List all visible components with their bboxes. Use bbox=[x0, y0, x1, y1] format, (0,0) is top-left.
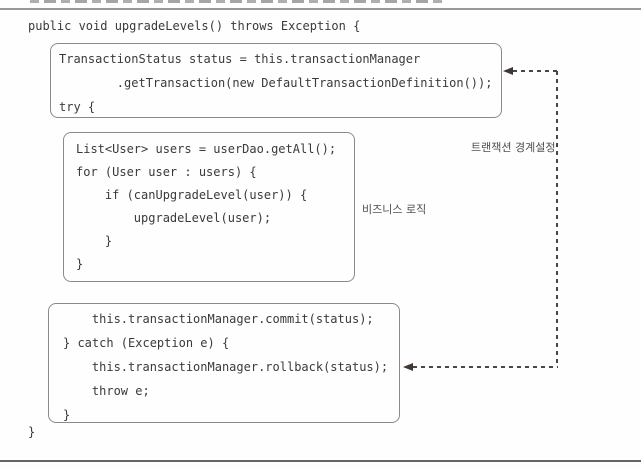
page-rule-top bbox=[0, 8, 641, 10]
code-line: throw e; bbox=[63, 384, 150, 398]
business-logic-label: 비즈니스 로직 bbox=[362, 203, 427, 216]
code-line: this.transactionManager.rollback(status)… bbox=[63, 360, 389, 374]
code-line: upgradeLevel(user); bbox=[76, 211, 272, 225]
code-line: for (User user : users) { bbox=[76, 165, 257, 179]
dashed-line-vertical bbox=[556, 71, 558, 367]
page-rule-bottom bbox=[0, 460, 641, 462]
transaction-end-box: this.transactionManager.commit(status); … bbox=[48, 303, 400, 423]
business-logic-box: List<User> users = userDao.getAll(); for… bbox=[63, 132, 355, 282]
dashed-line-top bbox=[513, 70, 558, 72]
code-line: TransactionStatus status = this.transact… bbox=[59, 52, 421, 66]
code-line: List<User> users = userDao.getAll(); bbox=[76, 142, 337, 156]
arrowhead-left-icon bbox=[403, 363, 413, 371]
code-line: if (canUpgradeLevel(user)) { bbox=[76, 188, 308, 202]
method-signature: public void upgradeLevels() throws Excep… bbox=[28, 19, 361, 33]
code-line: } bbox=[63, 408, 71, 422]
code-line: try { bbox=[59, 100, 96, 114]
code-line: this.transactionManager.commit(status); bbox=[63, 312, 374, 326]
code-line: } bbox=[76, 234, 113, 248]
code-line: } catch (Exception e) { bbox=[63, 336, 230, 350]
code-line: .getTransaction(new DefaultTransactionDe… bbox=[59, 76, 493, 90]
arrowhead-left-icon bbox=[503, 67, 513, 75]
transaction-boundary-label: 트랜잭션 경계설정 bbox=[471, 141, 556, 154]
transaction-begin-box: TransactionStatus status = this.transact… bbox=[50, 43, 502, 118]
method-closing-brace: } bbox=[28, 425, 36, 439]
dashed-line-bottom bbox=[413, 366, 558, 368]
clipped-heading-remnant bbox=[30, 0, 444, 3]
code-line: } bbox=[76, 257, 84, 271]
